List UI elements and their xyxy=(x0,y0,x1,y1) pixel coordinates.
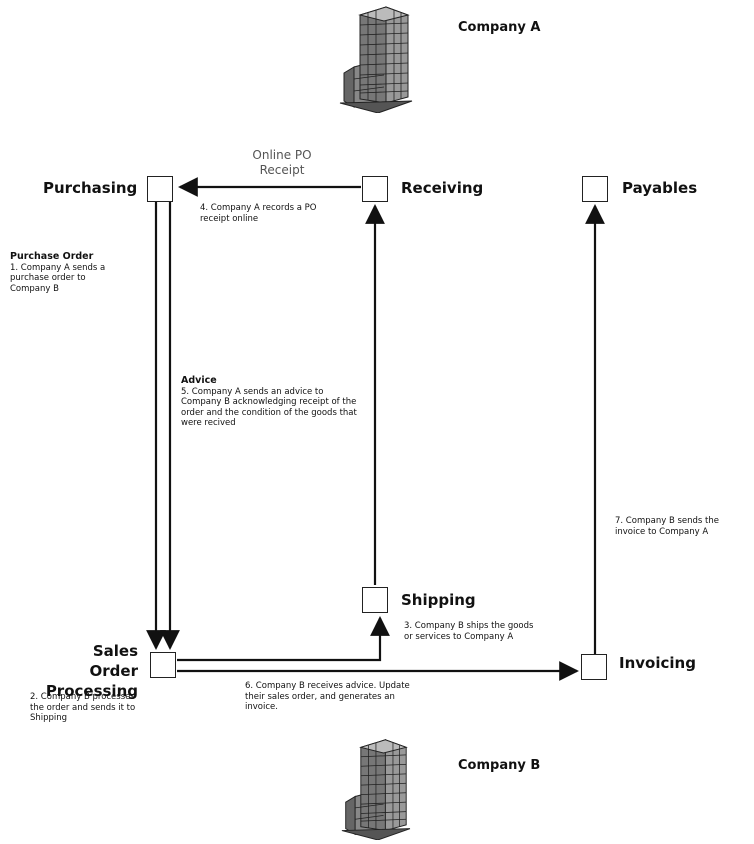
payables-node xyxy=(582,176,608,202)
online-po-line2: Receipt xyxy=(232,163,332,178)
po-receipt-note: 4. Company A records a PO receipt online xyxy=(200,203,345,224)
invoice-send-note: 7. Company B sends the invoice to Compan… xyxy=(615,516,750,537)
arrow-sales-to-shipping xyxy=(177,618,380,660)
shipping-note: 3. Company B ships the goods or services… xyxy=(404,621,539,642)
receiving-label: Receiving xyxy=(401,179,483,197)
shipping-node xyxy=(362,587,388,613)
purchase-order-title: Purchase Order xyxy=(10,251,93,262)
company-a-label: Company A xyxy=(458,20,540,35)
advice-note: Advice 5. Company A sends an advice to C… xyxy=(181,376,366,429)
company-b-label: Company B xyxy=(458,758,540,773)
payables-label: Payables xyxy=(622,179,697,197)
purchasing-label: Purchasing xyxy=(43,179,137,197)
sales-order-label-line1: Sales Order xyxy=(40,641,138,681)
purchase-order-note: Purchase Order 1. Company A sends a purc… xyxy=(10,252,125,294)
company-b-building-icon xyxy=(334,736,416,840)
receiving-node xyxy=(362,176,388,202)
shipping-label: Shipping xyxy=(401,591,476,609)
advice-title: Advice xyxy=(181,375,217,386)
invoicing-label: Invoicing xyxy=(619,654,696,672)
invoice-advice-note: 6. Company B receives advice. Update the… xyxy=(245,681,430,713)
purchasing-node xyxy=(147,176,173,202)
advice-text: 5. Company A sends an advice to Company … xyxy=(181,387,366,429)
sales-processing-note: 2. Company B processes the order and sen… xyxy=(30,692,142,724)
purchase-order-text: 1. Company A sends a purchase order to C… xyxy=(10,263,125,295)
invoicing-node xyxy=(581,654,607,680)
online-po-line1: Online PO xyxy=(232,148,332,163)
company-a-building-icon xyxy=(334,3,416,113)
sales-order-processing-node xyxy=(150,652,176,678)
online-po-receipt-label: Online PO Receipt xyxy=(232,148,332,178)
